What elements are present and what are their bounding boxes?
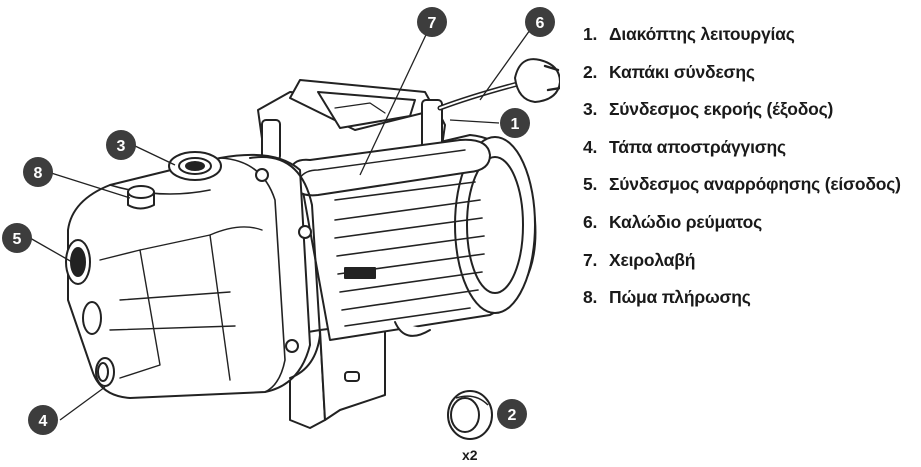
callout-2: 2 bbox=[497, 399, 527, 429]
legend-item-number: 4. bbox=[583, 136, 598, 157]
leader-lines bbox=[29, 21, 536, 421]
callout-6: 6 bbox=[525, 7, 555, 37]
power-plug bbox=[514, 58, 560, 103]
svg-text:1: 1 bbox=[511, 116, 520, 133]
legend-item-1: 1. Διακόπτης λειτουργίας bbox=[583, 16, 921, 54]
svg-text:4: 4 bbox=[39, 413, 48, 430]
legend-item-number: 3. bbox=[583, 99, 598, 120]
svg-text:5: 5 bbox=[13, 231, 22, 248]
svg-text:2: 2 bbox=[508, 407, 517, 424]
callout-8: 8 bbox=[23, 157, 53, 187]
legend-item-2: 2. Καπάκι σύνδεσης bbox=[583, 54, 921, 92]
legend-item-label: Σύνδεσμος εκροής (έξοδος) bbox=[609, 99, 834, 120]
pump-illustration bbox=[65, 58, 560, 429]
motor-fins bbox=[334, 181, 485, 327]
callout-4: 4 bbox=[28, 405, 58, 435]
legend-item-number: 2. bbox=[583, 61, 598, 82]
legend-item-3: 3. Σύνδεσμος εκροής (έξοδος) bbox=[583, 91, 921, 129]
svg-text:6: 6 bbox=[536, 15, 545, 32]
accessory-quantity: x2 bbox=[462, 447, 478, 463]
connector-ring-accessory bbox=[447, 390, 493, 440]
legend-item-number: 6. bbox=[583, 211, 598, 232]
legend-item-number: 5. bbox=[583, 174, 598, 195]
svg-text:3: 3 bbox=[117, 138, 126, 155]
legend-item-label: Τάπα αποστράγγισης bbox=[609, 136, 786, 157]
callout-7: 7 bbox=[417, 7, 447, 37]
legend-item-5: 5. Σύνδεσμος αναρρόφησης (είσοδος) bbox=[583, 166, 921, 204]
legend-item-label: Καλώδιο ρεύματος bbox=[609, 211, 763, 232]
legend-item-label: Πώμα πλήρωσης bbox=[609, 287, 751, 308]
pump-diagram: x2 1 2 3 4 5 6 7 8 bbox=[2, 7, 560, 463]
legend-item-label: Χειρολαβή bbox=[609, 249, 696, 270]
callout-5: 5 bbox=[2, 223, 32, 253]
pump-housing bbox=[67, 153, 311, 399]
legend-item-number: 7. bbox=[583, 249, 598, 270]
legend-item-number: 8. bbox=[583, 287, 598, 308]
legend-item-6: 6. Καλώδιο ρεύματος bbox=[583, 204, 921, 242]
parts-legend: 1. Διακόπτης λειτουργίας 2. Καπάκι σύνδεση… bbox=[583, 16, 921, 317]
legend-item-label: Καπάκι σύνδεσης bbox=[609, 61, 755, 82]
callout-3: 3 bbox=[106, 130, 136, 160]
svg-text:8: 8 bbox=[34, 165, 43, 182]
legend-item-7: 7. Χειρολαβή bbox=[583, 242, 921, 280]
legend-item-4: 4. Τάπα αποστράγγισης bbox=[583, 129, 921, 167]
legend-item-label: Διακόπτης λειτουργίας bbox=[609, 24, 795, 44]
callout-1: 1 bbox=[500, 108, 530, 138]
legend-item-number: 1. bbox=[583, 24, 598, 44]
svg-text:7: 7 bbox=[428, 15, 437, 32]
legend-item-label: Σύνδεσμος αναρρόφησης (είσοδος) bbox=[609, 174, 901, 195]
legend-item-8: 8. Πώμα πλήρωσης bbox=[583, 279, 921, 317]
